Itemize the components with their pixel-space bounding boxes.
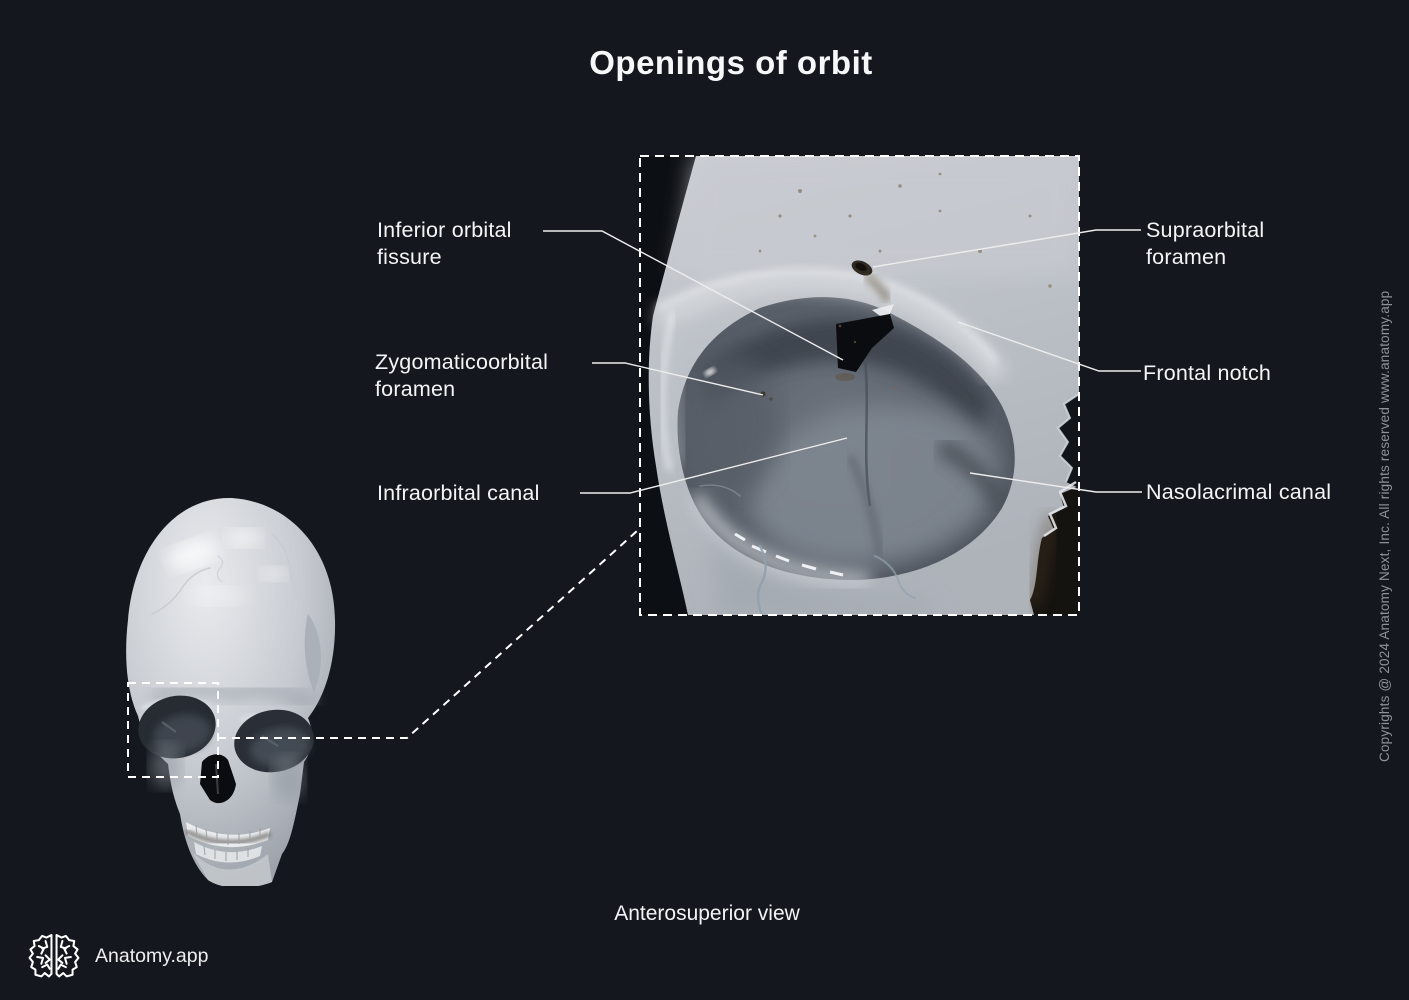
brain-icon	[28, 934, 80, 978]
view-caption: Anterosuperior view	[614, 902, 800, 925]
page-title: Openings of orbit	[589, 44, 873, 81]
label-infraorbital-canal: Infraorbital canal	[377, 481, 540, 505]
orbit-closeup-image	[640, 156, 1079, 615]
label-zygomaticoorbital-foramen: Zygomaticoorbital foramen	[375, 350, 549, 401]
label-inferior-orbital-fissure: Inferior orbital fissure	[377, 218, 512, 269]
mandible	[192, 852, 272, 886]
label-frontal-notch: Frontal notch	[1143, 361, 1272, 385]
app-name: Anatomy.app	[95, 945, 209, 967]
teeth	[185, 822, 271, 863]
copyright-vertical-text: Copyrights @ 2024 Anatomy Next, Inc. All…	[1377, 290, 1392, 762]
thumbnail-skull-image	[126, 497, 336, 886]
left-cheek-shadow	[150, 744, 182, 788]
label-nasolacrimal-canal: Nasolacrimal canal	[1146, 480, 1332, 504]
label-supraorbital-foramen: Supraorbital foramen	[1146, 218, 1265, 269]
right-cheek-shadow	[272, 756, 304, 800]
